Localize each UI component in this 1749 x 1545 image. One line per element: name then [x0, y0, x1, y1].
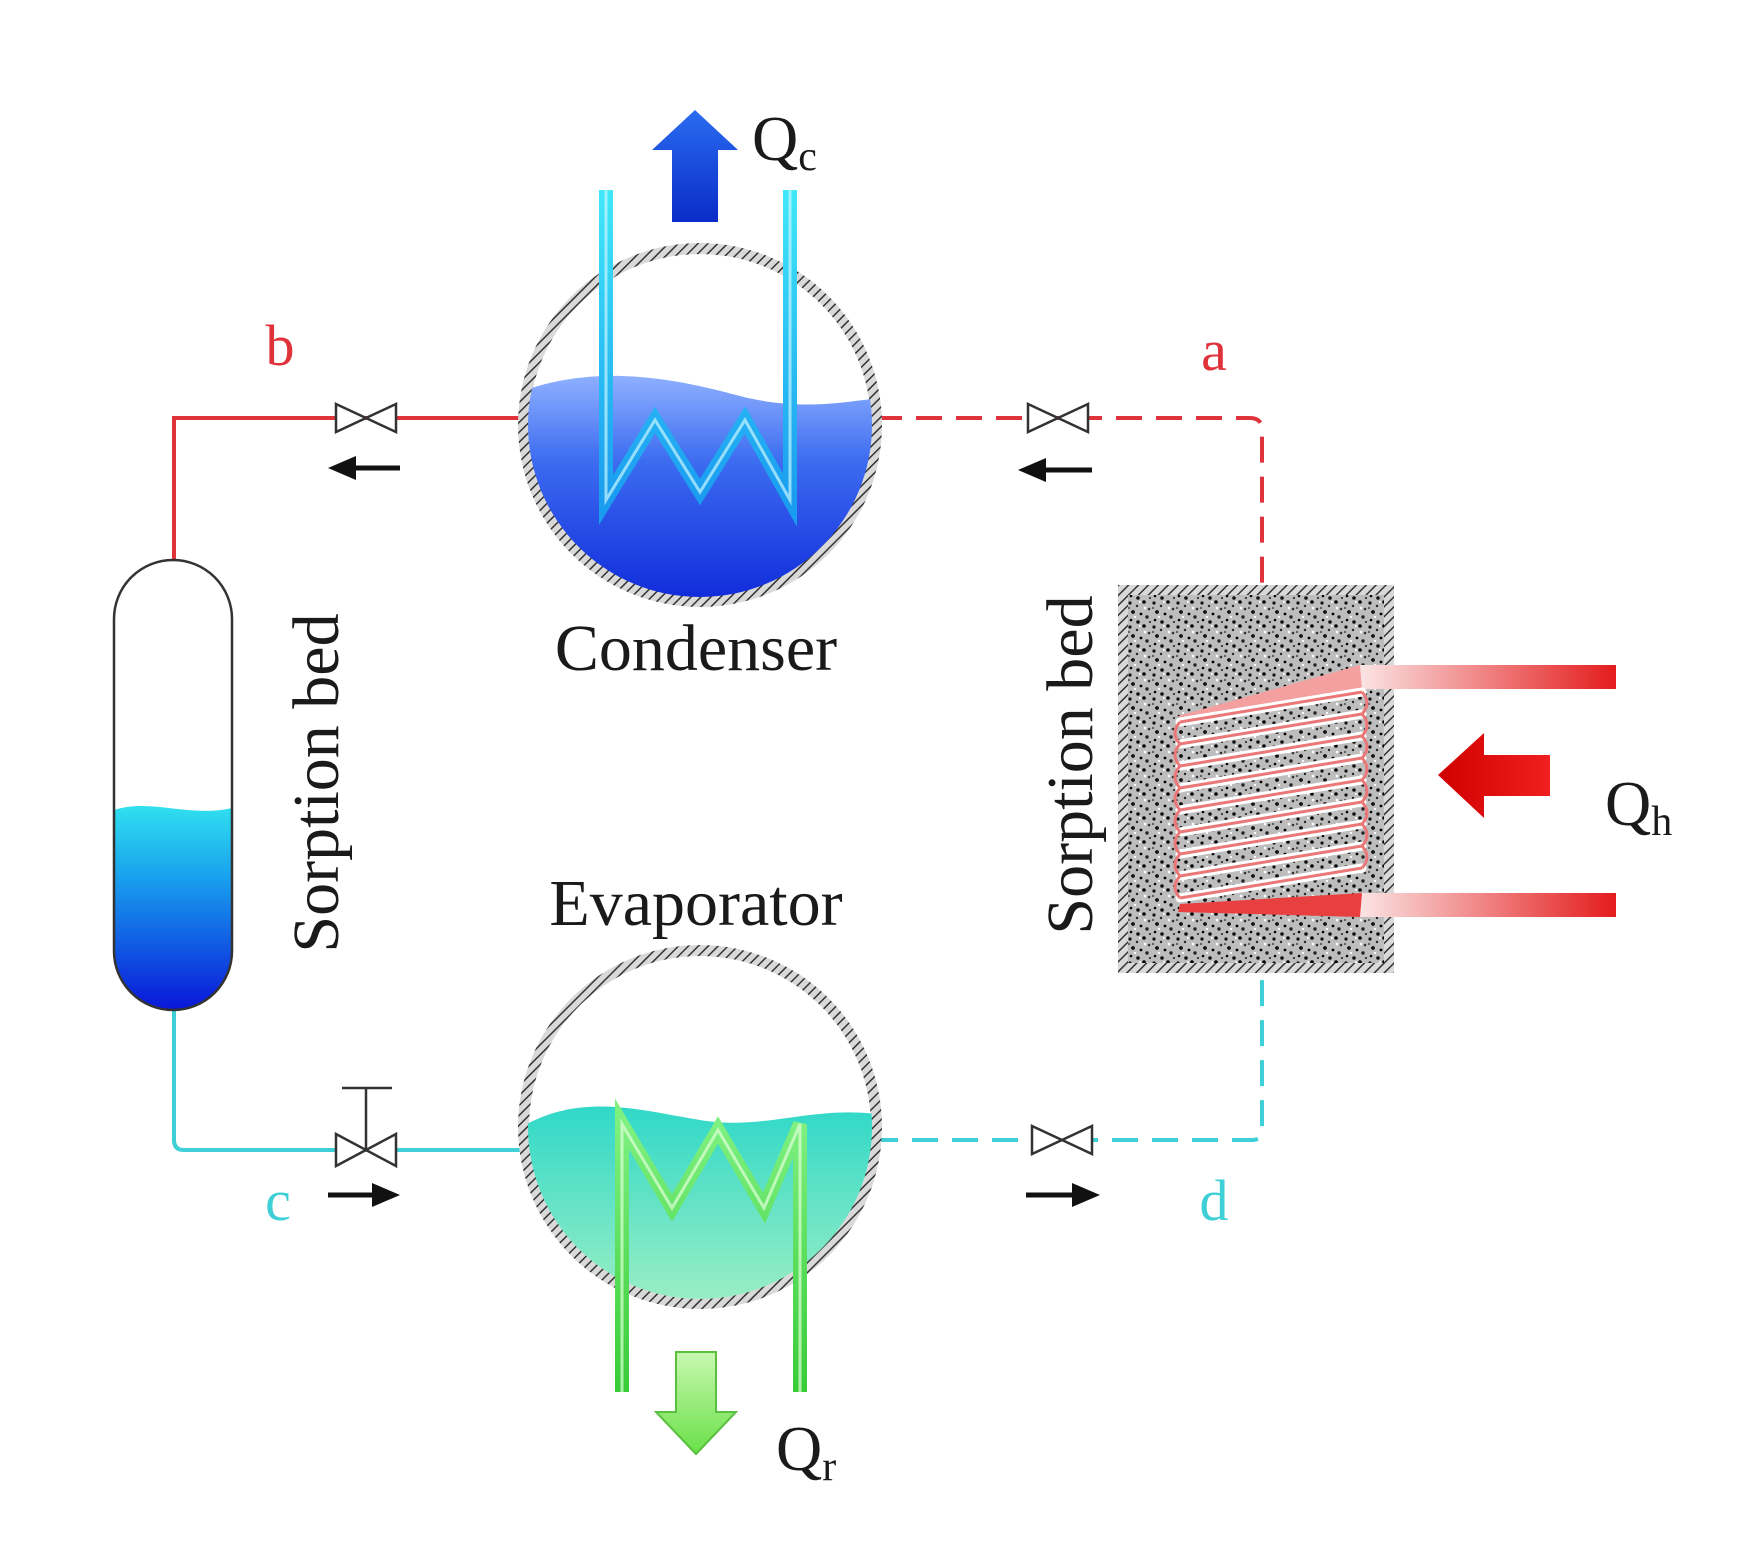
- pipe-a: [876, 416, 1264, 585]
- heat-label-qc: Qc: [752, 103, 817, 180]
- heat-arrow-qr: [653, 1351, 739, 1456]
- condenser-coil-highlight: [604, 190, 792, 506]
- valve-d[interactable]: [1030, 1124, 1094, 1156]
- flow-arrow-a: [1018, 458, 1092, 482]
- flow-arrow-b: [328, 456, 400, 480]
- point-label-a: a: [1201, 318, 1227, 383]
- heat-label-qr-main: Q: [776, 1413, 822, 1484]
- heating-coil-outline: [1173, 690, 1369, 900]
- point-label-c: c: [265, 1168, 291, 1233]
- heat-label-qc-sub: c: [798, 134, 817, 180]
- point-label-d: d: [1200, 1168, 1229, 1233]
- condenser-vessel: [518, 243, 882, 607]
- sorption-bed-left-tube: [112, 558, 234, 1012]
- evaporator-label: Evaporator: [549, 867, 842, 940]
- evaporator-coil-highlight: [620, 1118, 802, 1392]
- valve-b[interactable]: [334, 402, 398, 434]
- valve-a[interactable]: [1026, 402, 1090, 434]
- heat-label-qh: Qh: [1605, 768, 1672, 845]
- heat-label-qr: Qr: [776, 1413, 836, 1490]
- sorption-bed-left-label: Sorption bed: [280, 613, 353, 952]
- heat-arrow-qh: [1438, 733, 1550, 818]
- pipe-c: [172, 1008, 528, 1152]
- condenser-label: Condenser: [555, 612, 837, 685]
- flow-arrow-d: [1026, 1183, 1100, 1207]
- heat-label-qh-main: Q: [1605, 768, 1651, 839]
- heat-label-qc-main: Q: [752, 103, 798, 174]
- valve-c-throttle[interactable]: [334, 1086, 398, 1169]
- pipe-b: [172, 416, 522, 562]
- sorption-bed-right-label: Sorption bed: [1034, 595, 1107, 934]
- heat-label-qh-sub: h: [1651, 799, 1672, 845]
- flow-arrow-c: [328, 1183, 400, 1207]
- heating-pipes: [1178, 665, 1616, 917]
- evaporator-vessel: [518, 945, 882, 1309]
- heat-arrow-qc: [652, 110, 738, 222]
- heat-label-qr-sub: r: [822, 1444, 836, 1490]
- pipe-d: [872, 970, 1264, 1142]
- point-label-b: b: [266, 313, 295, 378]
